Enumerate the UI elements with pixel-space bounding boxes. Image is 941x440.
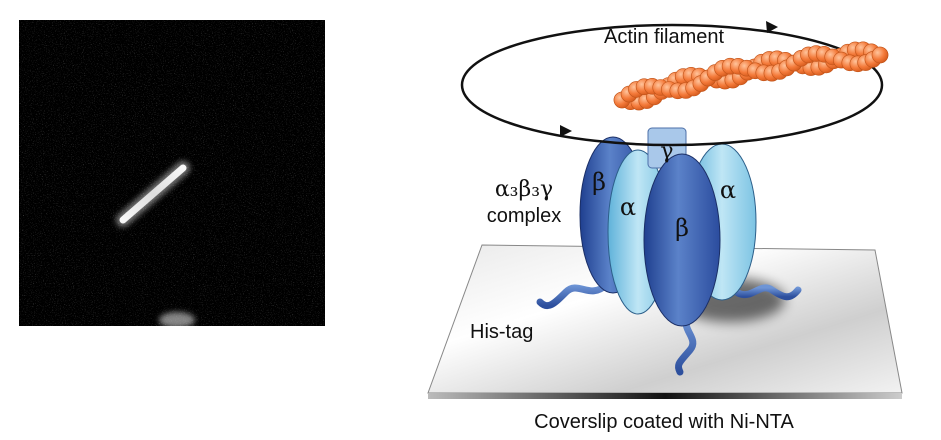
alpha-right-label: α	[720, 176, 736, 204]
actin-filament-label: Actin filament	[604, 26, 724, 48]
his-tag-left	[536, 281, 610, 310]
his-tag-label: His-tag	[470, 321, 533, 343]
actin-filament	[613, 41, 889, 111]
beta-center-label: β	[675, 214, 689, 242]
alpha-left-label: α	[620, 193, 636, 221]
his-tag-bottom	[675, 312, 697, 376]
fluorescence-micrograph	[19, 20, 325, 326]
beta-left-label: β	[592, 168, 606, 196]
gamma-label: γ	[660, 139, 673, 164]
bright-speck	[159, 312, 195, 326]
rotation-arrowhead-top	[766, 21, 778, 33]
rotation-ellipse-front	[460, 84, 884, 147]
his-tag-right	[734, 284, 802, 301]
complex-label: complex	[487, 205, 561, 227]
coverslip-edge	[428, 393, 902, 399]
actin-bead	[871, 46, 889, 64]
fluorescent-filament	[119, 164, 187, 224]
complex-formula-label: α₃β₃γ	[495, 177, 553, 202]
coverslip-label: Coverslip coated with Ni-NTA	[534, 411, 794, 433]
rotation-arrowhead-bottom	[560, 125, 572, 137]
beta-subunit-center	[643, 153, 721, 327]
